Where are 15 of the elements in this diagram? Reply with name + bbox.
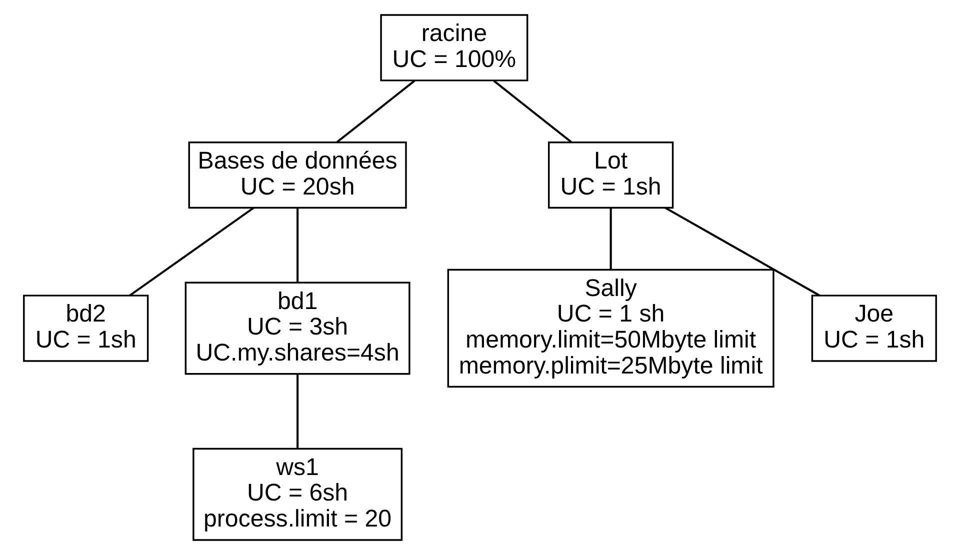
node-box: ws1 UC = 6sh process.limit = 20: [192, 448, 402, 541]
connector: [296, 208, 298, 282]
node-box: bd2 UC = 1sh: [22, 294, 148, 362]
connector: [609, 208, 612, 270]
connector: [664, 206, 820, 296]
node-box: Joe UC = 1sh: [810, 294, 936, 362]
connector: [296, 374, 298, 448]
node-box: Bases de données UC = 20sh: [188, 142, 406, 209]
node-box: bd1 UC = 3sh UC.my.shares=4sh: [184, 282, 410, 375]
node-box: Lot UC = 1sh: [548, 142, 674, 209]
connector: [336, 80, 415, 143]
node-box: Sally UC = 1 sh memory.limit=50Mbyte limit memory.plimit=25Mbyte limit: [446, 268, 774, 388]
node-box: racine UC = 100%: [380, 14, 528, 82]
connector: [492, 80, 572, 143]
connector: [128, 207, 254, 296]
